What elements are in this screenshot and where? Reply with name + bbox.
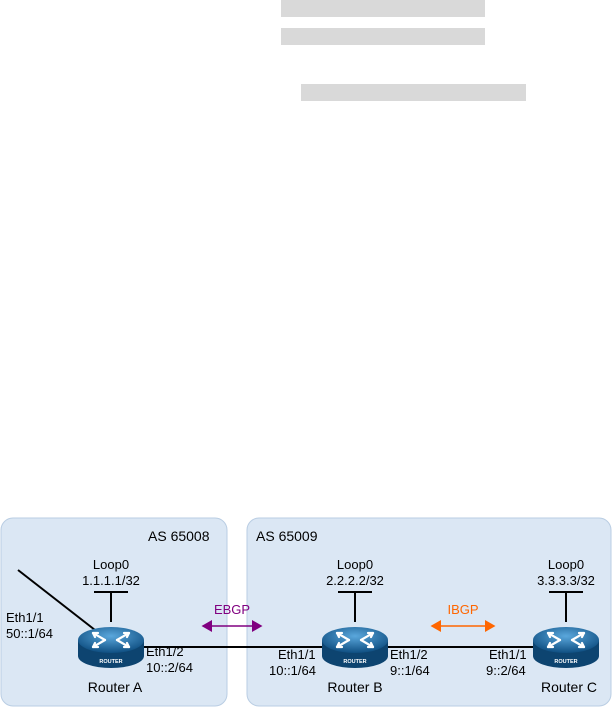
router-a-eth11-ip: 50::1/64	[6, 626, 53, 641]
router-b-icon: ROUTER	[320, 625, 390, 670]
router-c-name: Router C	[541, 679, 597, 695]
as-65009-label: AS 65009	[256, 528, 318, 544]
redacted-bar-3	[301, 84, 526, 101]
as-65008-area	[0, 517, 228, 707]
ebgp-label: EBGP	[214, 602, 250, 617]
router-a-eth12-ip: 10::2/64	[146, 660, 193, 675]
router-b-loop-name: Loop0	[337, 557, 373, 572]
router-a-loop-ip: 1.1.1.1/32	[82, 573, 140, 588]
router-c-loop-ip: 3.3.3.3/32	[537, 573, 595, 588]
redacted-bar-2	[281, 28, 485, 45]
router-a-loop-name: Loop0	[93, 557, 129, 572]
redacted-bar-1	[281, 0, 485, 17]
router-b-eth12-ip: 9::1/64	[390, 663, 430, 678]
as-65008-label: AS 65008	[148, 528, 210, 544]
router-b-eth11-ip: 10::1/64	[269, 663, 316, 678]
router-c-eth11-name: Eth1/1	[489, 647, 527, 662]
router-b-name: Router B	[327, 679, 382, 695]
router-a-icon: ROUTER	[76, 625, 146, 670]
router-a-badge: ROUTER	[99, 659, 122, 665]
router-c-badge: ROUTER	[554, 659, 577, 665]
router-b-badge: ROUTER	[343, 659, 366, 665]
router-c-icon: ROUTER	[531, 625, 601, 670]
router-b-loop-ip: 2.2.2.2/32	[326, 573, 384, 588]
ibgp-label: IBGP	[447, 602, 478, 617]
router-a-name: Router A	[88, 679, 143, 695]
router-b-eth12-name: Eth1/2	[390, 647, 428, 662]
router-a-eth12-name: Eth1/2	[146, 644, 184, 659]
router-a-eth11-name: Eth1/1	[6, 610, 44, 625]
router-c-eth11-ip: 9::2/64	[486, 663, 526, 678]
router-b-eth11-name: Eth1/1	[278, 647, 316, 662]
external-link-line	[17, 569, 96, 631]
router-c-loop-name: Loop0	[548, 557, 584, 572]
